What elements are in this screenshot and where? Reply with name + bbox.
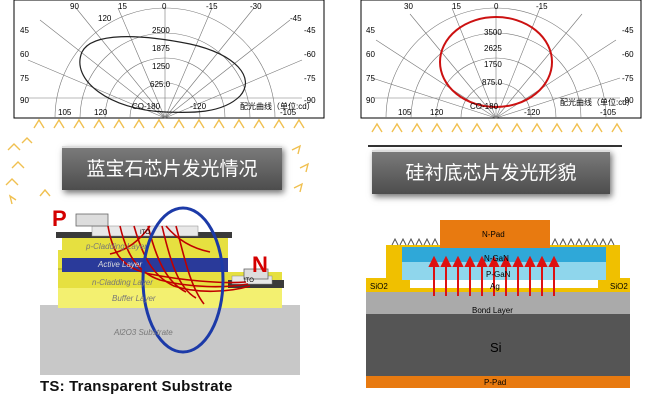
left-plot-right-tick-1: -45 [304,26,316,35]
light-distribution-curve-left [79,36,246,114]
left-plot-top-tick-2: 120 [98,14,112,23]
si-label: Si [490,340,502,355]
surface-texture [391,237,615,246]
right-bottom-tick-2: 120 [430,108,444,117]
right-plot-legend: 配光曲线（单位:cd） [560,98,635,107]
left-plot-right-tick-3: -75 [304,74,316,83]
p-electrode [75,213,109,227]
left-plot-top-tick-3: 15 [118,2,127,11]
left-bottom-tick-2: 120 [94,108,108,117]
left-plot-right-tick-2: -60 [304,50,316,59]
emission-arrows [428,255,560,296]
left-plot-top-tick-5: -15 [206,2,218,11]
ito-n-label: ITO [244,278,254,284]
left-plot-top-tick-4: 0 [162,2,167,11]
n-label: N [252,252,268,277]
right-radial-tick-2: 2625 [484,44,502,53]
n-cladding-label: n-Cladding Layer [92,278,153,287]
p-gan-label: P-GaN [486,270,511,279]
left-plot-legend: 配光曲线（单位:cd） [240,102,315,111]
p-pad-label: P-Pad [484,378,507,387]
right-bottom-tick-3: CO-180 [470,102,499,111]
left-plot-top-tick-7: -45 [290,14,302,23]
buffer-layer [58,288,282,308]
right-plot-left-tick-2: 60 [366,50,375,59]
ag-label: Ag [490,282,500,291]
transparent-substrate-caption: TS: Transparent Substrate [40,378,233,395]
right-radial-tick-1: 3500 [484,28,502,37]
p-label: P [52,206,67,231]
left-radial-tick-1: 2500 [152,26,170,35]
bond-layer [366,292,630,314]
highlight-ellipse [141,206,225,354]
p-cladding-label: p-Cladding Layer [86,242,147,251]
current-paths [107,225,251,305]
right-radial-tick-4: 875.0 [482,78,503,87]
left-bottom-tick-5: -105 [280,108,297,117]
active-layer-label: Active Layer [98,260,143,269]
n-gan-label: N-GaN [484,254,509,263]
light-rays-right [371,122,623,133]
polar-plot-right [360,0,642,119]
left-radial-tick-4: 625.0 [150,80,171,89]
right-radial-tick-3: 1750 [484,60,502,69]
left-plot-right-tick-4: -90 [304,96,316,105]
silicon-chip-caption: 硅衬底芯片发光形貌 [372,150,610,194]
n-pad-label: N-Pad [482,230,505,239]
left-tick-60: 60 [20,50,29,59]
right-plot-right-tick-2: -60 [622,50,634,59]
right-plot-top-tick-2: 15 [452,2,461,11]
si-substrate [366,314,630,378]
left-bottom-tick-4: -120 [190,102,207,111]
ito-p-label: ITO [140,230,150,236]
left-radial-tick-3: 1250 [152,62,170,71]
p-pad [366,376,630,388]
silicon-chip-diagram [358,215,636,390]
sio2-left-label: SiO2 [370,282,388,291]
left-radial-tick-2: 1875 [152,44,170,53]
right-plot-left-tick-4: 90 [366,96,375,105]
right-bottom-tick-5: -105 [600,108,617,117]
right-plot-right-tick-3: -75 [622,74,634,83]
right-plot-left-tick-3: 75 [366,74,375,83]
n-electrode [243,268,269,280]
polar-plot-left [13,0,325,119]
ito-layer-p [91,225,199,237]
right-plot-right-tick-1: -45 [622,26,634,35]
sio2-right-label: SiO2 [610,282,628,291]
left-tick-45: 45 [20,26,29,35]
right-plot-left-tick-1: 45 [366,26,375,35]
left-bottom-tick-1: 105 [58,108,72,117]
bond-layer-label: Bond Layer [472,306,513,315]
left-plot-top-tick-1: 90 [70,2,79,11]
sapphire-chip-caption: 蓝宝石芯片发光情况 [62,146,282,190]
left-bottom-tick-3: CO-180 [132,102,161,111]
right-plot-top-tick-4: -15 [536,2,548,11]
al2o3-substrate [40,305,300,375]
right-plot-top-tick-3: 0 [494,2,499,11]
light-rays-left [5,118,310,205]
ag-layer [410,280,598,288]
substrate-label: Al2O3 Substrate [114,328,173,337]
right-bottom-tick-1: 105 [398,108,412,117]
left-plot-top-tick-6: -30 [250,2,262,11]
left-tick-75: 75 [20,74,29,83]
sapphire-chip-diagram [20,206,320,380]
n-pad [440,220,550,248]
right-plot-top-tick-1: 30 [404,2,413,11]
buffer-layer-label: Buffer Layer [112,294,156,303]
right-bottom-tick-4: -120 [524,108,541,117]
light-distribution-curve-right [439,16,553,108]
left-tick-90: 90 [20,96,29,105]
right-plot-right-tick-4: -90 [622,96,634,105]
